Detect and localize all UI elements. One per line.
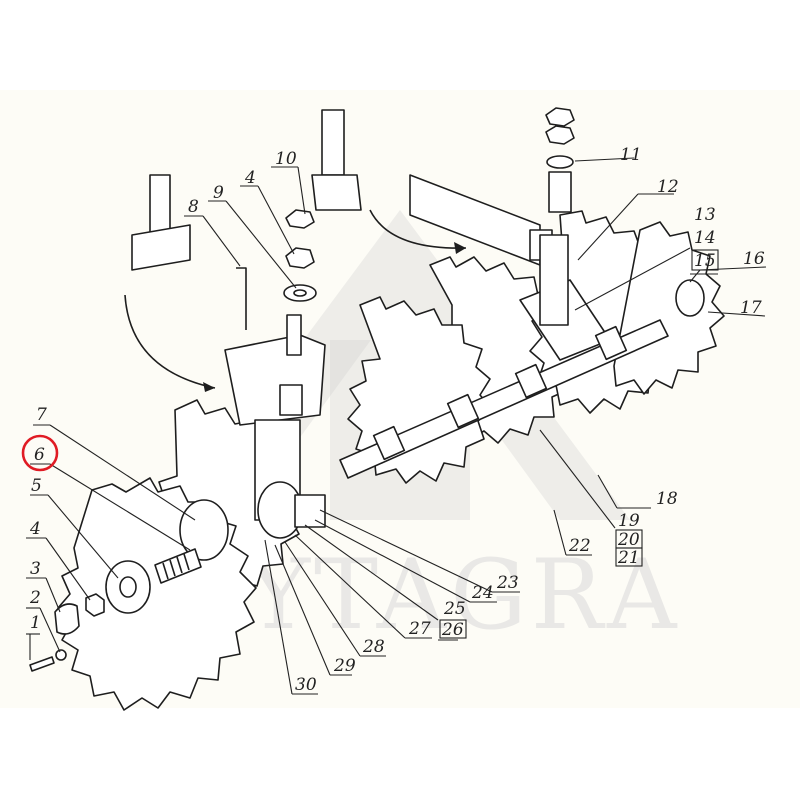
part-labels: 7 6 5 4 3 2 1 8 9 4 10 11 12 13 14 15 16…: [29, 145, 765, 695]
nut-10: [285, 209, 315, 229]
assembly-arrow-right: [369, 209, 467, 249]
label-boxes: [439, 249, 719, 639]
label-29: 29: [333, 656, 356, 676]
label-9: 9: [213, 183, 224, 203]
hanger-bolt-thread: [286, 314, 302, 356]
label-15: 15: [694, 251, 716, 271]
label-30: 30: [295, 675, 317, 695]
label-25: 25: [443, 599, 466, 619]
bolt-stack-11: [545, 107, 575, 213]
label-1: 1: [30, 613, 41, 633]
washer-2: [55, 649, 67, 661]
label-26: 26: [441, 620, 464, 640]
label-11: 11: [620, 145, 642, 165]
bolt-1: [29, 656, 55, 672]
label-7: 7: [36, 405, 47, 425]
leader-lines: [26, 157, 767, 695]
label-4-top: 4: [244, 168, 256, 188]
lock-plate-3: [54, 603, 80, 635]
pin-8: [236, 267, 247, 330]
label-14: 14: [694, 228, 716, 248]
highlight-circle: [21, 434, 59, 472]
nut-4: [85, 593, 105, 617]
label-2: 2: [29, 588, 41, 608]
label-20: 20: [617, 530, 640, 550]
spool-flange: [179, 499, 229, 561]
label-5: 5: [31, 476, 42, 496]
label-22: 22: [568, 536, 591, 556]
label-27: 27: [408, 619, 431, 639]
assembly-arrow-left: [124, 294, 216, 389]
label-10: 10: [275, 149, 297, 169]
axle-spacers: [372, 279, 705, 461]
label-8: 8: [188, 197, 199, 217]
gang-axle-beam: [339, 319, 669, 479]
label-17: 17: [740, 298, 762, 318]
top-bolt-left: [131, 174, 191, 271]
label-24: 24: [471, 583, 494, 603]
label-18: 18: [656, 489, 678, 509]
hanger-bracket: [224, 334, 326, 426]
label-3: 3: [30, 559, 41, 579]
nut-4-top: [285, 247, 315, 269]
frame-post-12: [539, 234, 569, 326]
label-21: 21: [617, 548, 640, 568]
label-6: 6: [34, 445, 45, 465]
label-16: 16: [743, 249, 765, 269]
label-28: 28: [362, 637, 385, 657]
top-bolt-right: [311, 109, 362, 211]
label-4: 4: [29, 519, 41, 539]
label-23: 23: [496, 573, 519, 593]
label-13: 13: [694, 205, 716, 225]
bolt-thread: [162, 553, 190, 580]
label-19: 19: [618, 511, 640, 531]
label-12: 12: [657, 177, 679, 197]
